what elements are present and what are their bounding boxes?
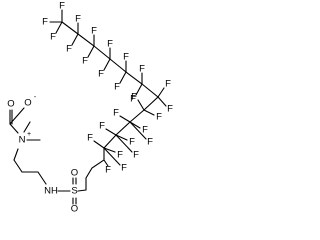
fluorine-atom: F <box>123 52 129 63</box>
fluorine-atom: F <box>130 94 136 105</box>
fluorine-atom: F <box>59 1 65 12</box>
sulfur-atom: S <box>71 186 77 197</box>
fluorine-atom: F <box>156 112 162 123</box>
fluorine-atom: F <box>114 82 120 93</box>
fluorine-atom: F <box>99 121 105 132</box>
fluorine-atom: F <box>107 39 113 50</box>
minus-charge: - <box>34 94 37 101</box>
nh-group: NH <box>44 186 58 197</box>
nitrogen-atom: N <box>19 135 26 146</box>
fluorine-atom: F <box>66 44 72 55</box>
cf-bonds-lower <box>103 121 147 167</box>
fluorine-atom: F <box>131 92 137 103</box>
sulfonyl-oxygen-bottom: O <box>71 204 78 215</box>
chemical-structure: F F F F F F F F F F F F F F F F F F F F … <box>7 1 173 215</box>
amide-linker: NH <box>13 159 58 197</box>
carboxylate-group: O O - <box>7 94 37 125</box>
carbonyl-oxygen: O <box>7 99 14 110</box>
sulfonyl-group: S O O <box>71 168 87 215</box>
fluorine-atom: F <box>98 69 104 80</box>
fluorine-atom: F <box>133 150 139 161</box>
fluorine-atom: F <box>105 165 111 176</box>
fluorine-atom: F <box>129 137 135 148</box>
sulfonyl-oxygen-top: O <box>71 168 78 179</box>
carboxylate-oxygen: O <box>24 98 31 109</box>
cf-bonds <box>49 9 167 153</box>
plus-charge: + <box>27 131 31 138</box>
fluorine-atom: F <box>75 14 81 25</box>
fluorine-atom: F <box>167 104 173 115</box>
fluorine-atom: F <box>139 64 145 75</box>
fluorine-labels: F F F F F F F F F F F F F F F F F F F F … <box>42 1 173 176</box>
fluorine-atom: F <box>113 108 119 119</box>
fluorine-atom: F <box>121 163 127 174</box>
fluorine-atom: F <box>117 150 123 161</box>
fluorine-atom: F <box>142 125 148 136</box>
fluorine-atom: F <box>87 133 93 144</box>
fluorine-atom: F <box>147 137 153 148</box>
fluorine-atom: F <box>82 56 88 67</box>
fluorine-atom: F <box>42 17 48 28</box>
fluorine-atom: F <box>165 79 171 90</box>
fluorine-atom: F <box>50 32 56 43</box>
quaternary-ammonium: N + <box>9 121 41 161</box>
fluorine-atom: F <box>91 26 97 37</box>
